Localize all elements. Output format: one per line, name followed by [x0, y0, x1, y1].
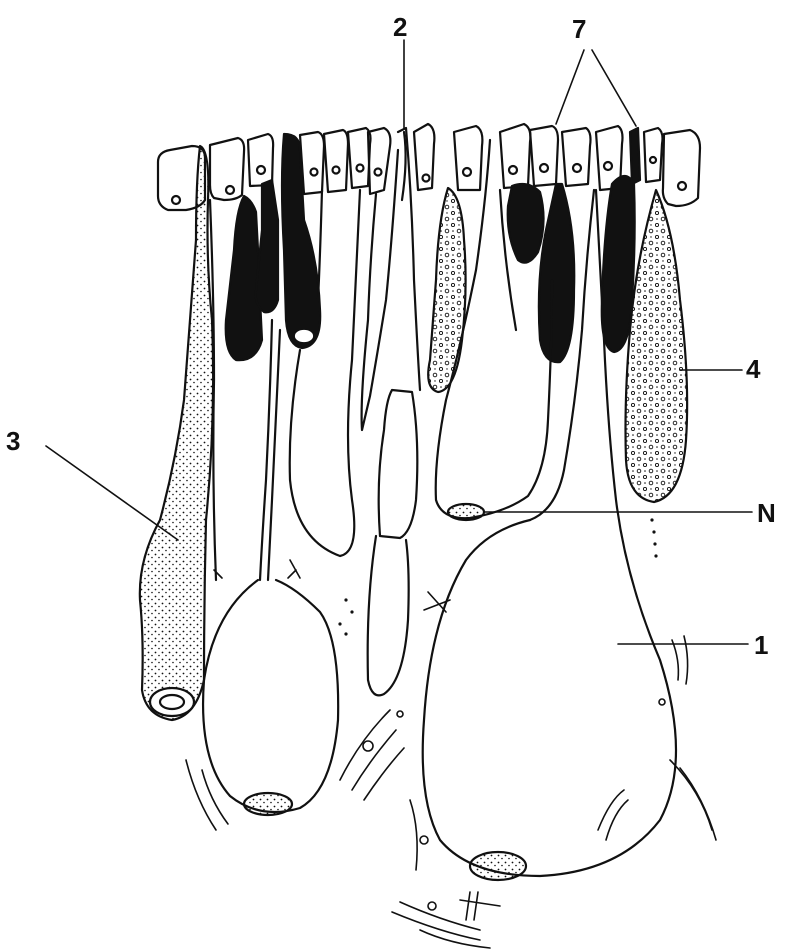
- basal-cell-left: [203, 580, 338, 815]
- label-N: N: [757, 500, 776, 526]
- stippled-cell-3: [140, 146, 213, 720]
- goblet-cell-small: [428, 188, 465, 392]
- connective-tissue-fibers: [186, 560, 716, 948]
- label-1: 1: [754, 632, 768, 658]
- cell-2: [368, 390, 418, 695]
- leader-7a: [556, 50, 584, 124]
- label-2: 2: [393, 14, 407, 40]
- leader-7b: [592, 50, 636, 126]
- label-4: 4: [746, 356, 760, 382]
- label-7: 7: [572, 16, 586, 42]
- label-3: 3: [6, 428, 20, 454]
- leader-3: [46, 446, 178, 540]
